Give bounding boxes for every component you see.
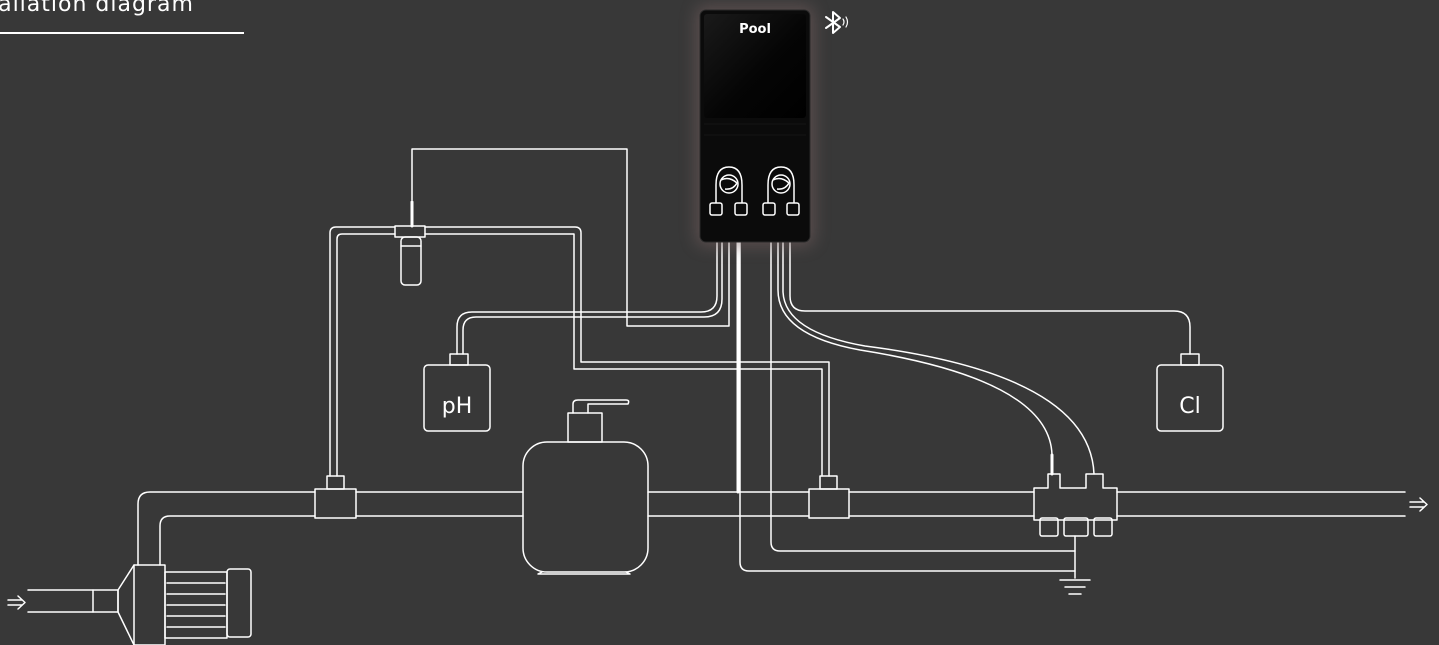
- sample-line: [329, 226, 830, 477]
- title-underline: [0, 32, 244, 34]
- cl-dosing-tube: [789, 237, 1191, 355]
- dosing-controller: Pool: [696, 6, 814, 246]
- peristaltic-pump-icon: [709, 166, 748, 216]
- cl-tank-label: Cl: [1179, 394, 1200, 419]
- flow-cell: [394, 200, 426, 286]
- inlet-arrow-icon: [7, 595, 26, 610]
- sand-filter: [522, 399, 649, 575]
- probe-cable: [411, 148, 730, 327]
- circulation-pump: [92, 564, 252, 645]
- ph-tank-label: pH: [442, 394, 473, 419]
- ph-dosing-tube: [456, 237, 723, 355]
- ph-tank: [423, 353, 491, 432]
- t-fitting-2: [808, 475, 850, 519]
- sensor-manifold: [1033, 453, 1118, 537]
- page-title: stallation diagram: [0, 0, 194, 17]
- cl-tank: [1156, 353, 1224, 432]
- brand-label: Pool: [739, 22, 771, 37]
- t-fitting-1: [314, 475, 357, 519]
- injection-tubes: [736, 236, 1076, 572]
- ground-icon: [1059, 535, 1091, 595]
- outlet-arrow-icon: [1409, 497, 1428, 512]
- main-pipe: [27, 491, 1406, 613]
- peristaltic-pump-icon: [762, 166, 800, 216]
- probe-cables-to-manifold: [777, 237, 1095, 475]
- bluetooth-icon: [825, 11, 849, 34]
